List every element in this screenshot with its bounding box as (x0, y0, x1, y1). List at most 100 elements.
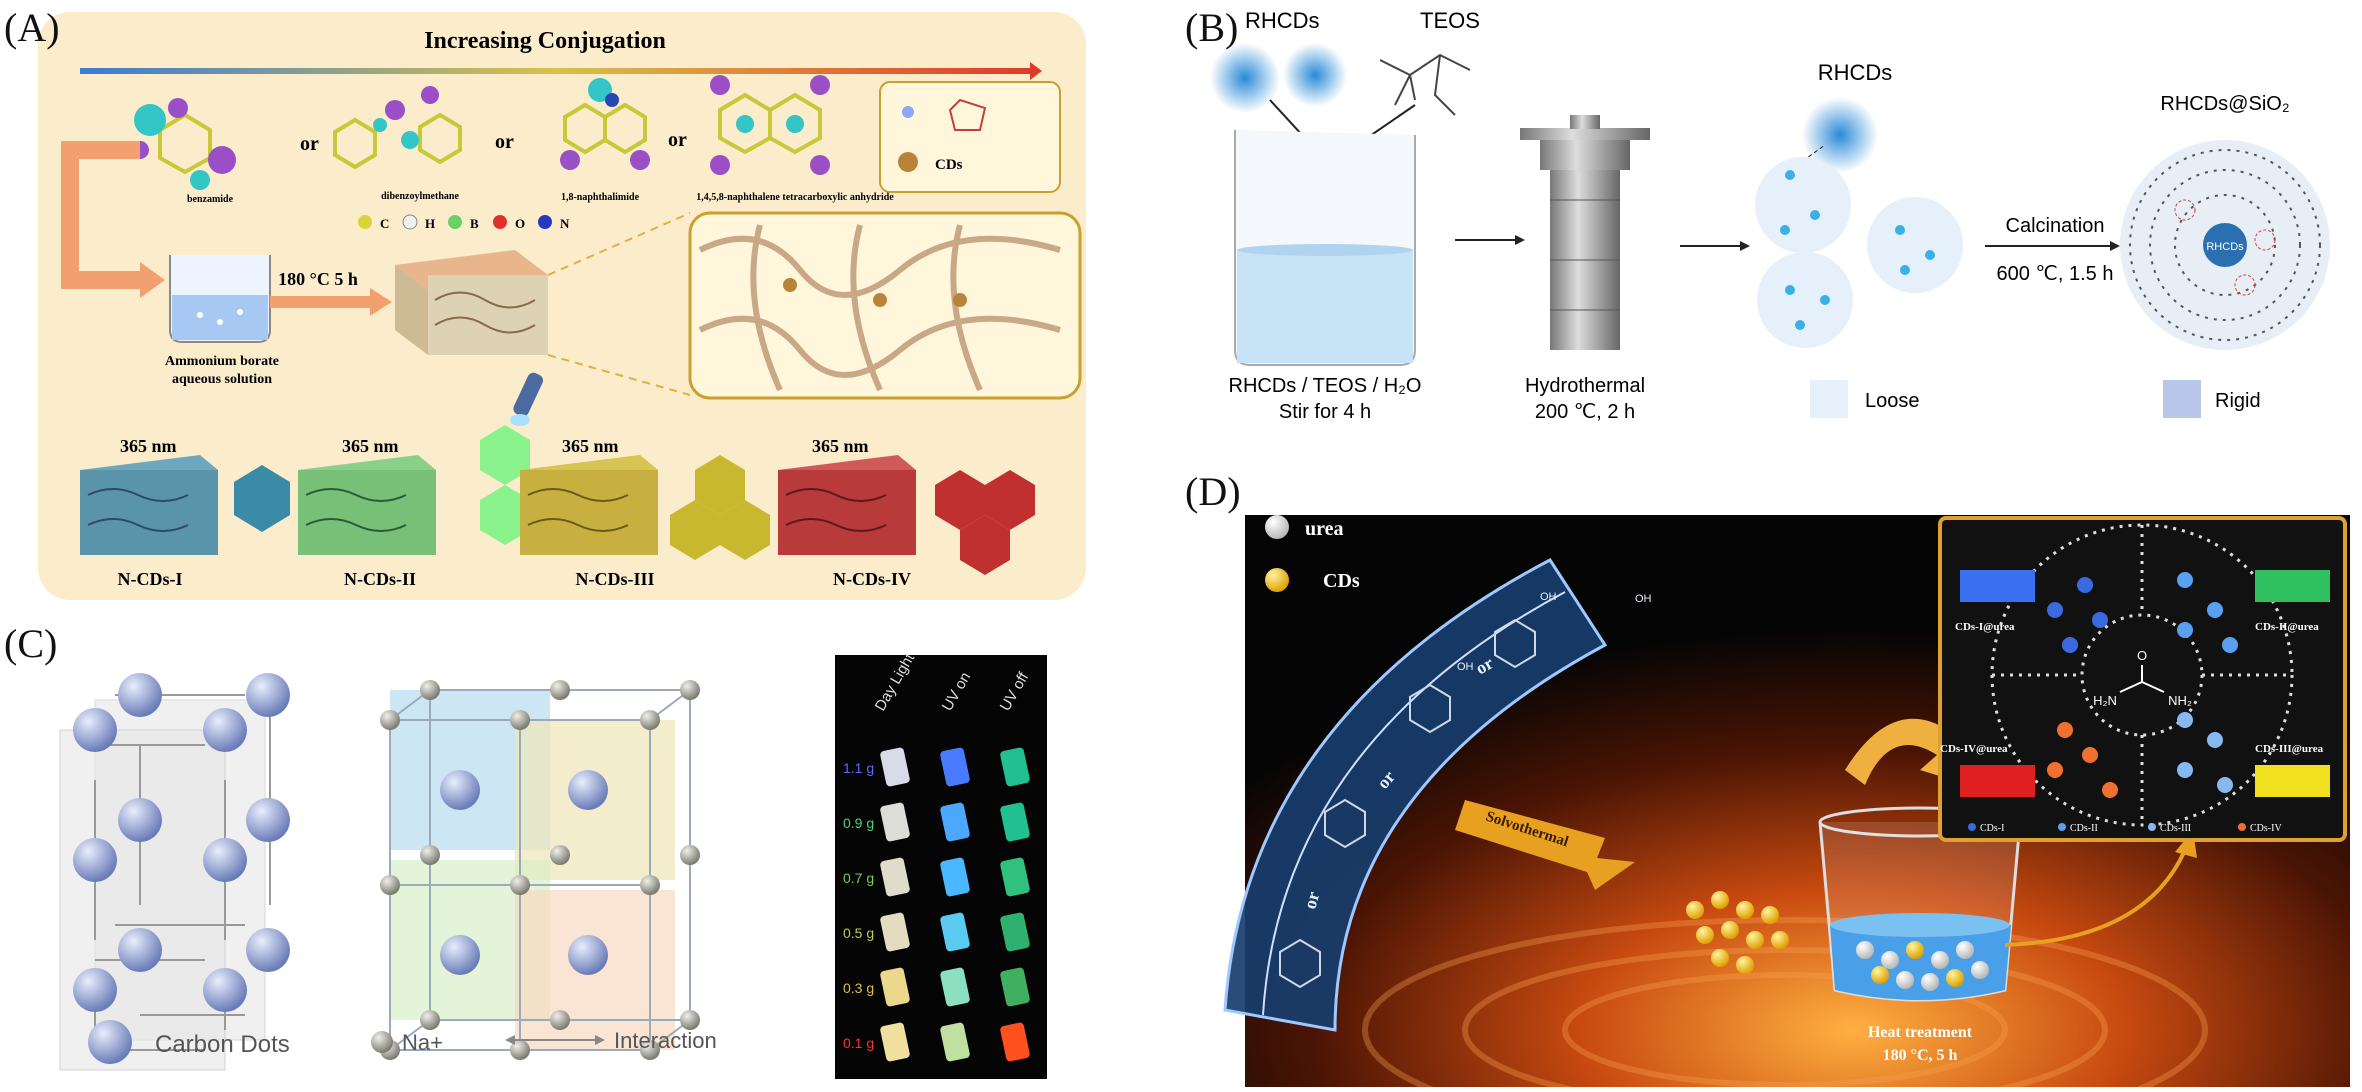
heat-label: Heat treatment (1868, 1024, 1973, 1041)
flow-arrow (61, 141, 140, 289)
rhcds-burst-1 (1210, 43, 1280, 113)
legend-arrow-right (595, 1035, 605, 1045)
vial-uv-on (940, 802, 970, 842)
urea-legend: urea (1305, 518, 1344, 540)
atom-c: C (380, 216, 389, 231)
molecule-dibenzoylmethane (333, 86, 462, 170)
atom-legend: C H B O N (358, 214, 570, 231)
mix-label: RHCDs / TEOS / H₂O (1229, 375, 1422, 397)
sample-label-1: N-CDs-I (118, 569, 183, 589)
panel-b: RHCDs TEOS RHCDs / TEOS / H₂O Stir for 4… (1185, 0, 2362, 440)
band-or-3: or (1300, 889, 1324, 911)
calcination-sub: 600 ℃, 1.5 h (1997, 263, 2114, 285)
cds-legend: CDs (1323, 570, 1360, 592)
conjugation-arrowhead (1030, 62, 1042, 80)
sodium-lattice (380, 680, 700, 1060)
molecule-label-2: dibenzoylmethane (381, 191, 459, 202)
yellow-hex-cluster (670, 455, 770, 560)
band-inner-line (1262, 591, 1566, 1016)
rhcds-label-top: RHCDs (1245, 8, 1320, 33)
reaction-condition: 180 °C 5 h (278, 269, 358, 289)
reaction-arrow (270, 296, 370, 308)
band-molecules (1279, 618, 1536, 989)
zoom-line-top (547, 212, 691, 276)
panel-b-label: (B) (1185, 5, 1239, 50)
cds-legend-icon (1265, 568, 1289, 592)
sample-label-3: N-CDs-III (575, 569, 654, 589)
panel-a-title: Increasing Conjugation (424, 28, 666, 54)
vial-uv-on (940, 912, 970, 952)
solution-label-2: aqueous solution (172, 372, 272, 387)
key-cds-i-dot (1968, 823, 1976, 831)
wavelength-4: 365 nm (812, 436, 869, 456)
vial-row-label: 0.9 g (843, 815, 874, 831)
box-label-4: CDs-III@urea (2255, 743, 2324, 755)
wavelength-2: 365 nm (342, 436, 399, 456)
vial-daylight (880, 857, 910, 897)
urea-legend-icon (1265, 515, 1289, 539)
key-cds-iv-dot (2238, 823, 2246, 831)
solution-label-1: Ammonium borate (165, 354, 279, 369)
cds-legend-box (879, 81, 1061, 193)
rigid-swatch (2163, 380, 2201, 418)
vial-uv-on (940, 1022, 970, 1062)
vial-uv-off (1000, 747, 1030, 787)
urea-h2n: H₂N (2093, 693, 2117, 708)
panel-d: urea CDs or or or OH OH OH Solvothermal (1185, 469, 2362, 1092)
loose-swatch (1810, 380, 1848, 418)
key-cds-iv: CDs-IV (2250, 823, 2282, 834)
legend-na-icon (371, 1031, 393, 1053)
panel-a: Increasing Conjugation (0, 0, 1090, 605)
green-hex-1 (480, 425, 530, 485)
sample-block-2 (298, 455, 436, 555)
urea-nh2: NH₂ (2168, 693, 2192, 708)
band-oh-3: OH (1457, 661, 1474, 673)
legend-carbon-dots: Carbon Dots (155, 1031, 290, 1058)
result-dividers (1992, 525, 2292, 825)
box-cds-iii (2255, 765, 2330, 797)
reaction-arrowhead (370, 288, 392, 316)
red-hex-cluster (935, 470, 1035, 575)
swirl-lines (1362, 917, 2208, 1092)
panel-c: Carbon Dots Na+ Interaction Day Light UV… (0, 620, 1150, 1087)
vial-daylight (880, 967, 910, 1007)
solvothermal-arrow (1455, 800, 1635, 890)
arrow-1-head (1515, 235, 1525, 245)
vial-photo: Day Light UV on UV off 1.1 g0.9 g0.7 g0.… (835, 650, 1047, 1079)
uv-lamp-icon (510, 372, 543, 426)
or-3: or (668, 129, 687, 151)
result-arrow (2004, 849, 2187, 947)
vial-daylight (880, 1022, 910, 1062)
panel-a-svg: Increasing Conjugation (38, 12, 1086, 600)
key-cds-iii-dot (2148, 823, 2156, 831)
heat-sub: 180 °C, 5 h (1883, 1047, 1958, 1064)
legend-interaction: Interaction (614, 1028, 717, 1053)
box-cds-iv (1960, 765, 2035, 797)
hydro-sub: 200 ℃, 2 h (1535, 401, 1635, 423)
vial-row-label: 0.7 g (843, 870, 874, 886)
teos-label: TEOS (1420, 8, 1480, 33)
polymer-network (698, 224, 1061, 392)
vial-uv-on (940, 857, 970, 897)
vial-uv-off (1000, 857, 1030, 897)
panel-a-label: (A) (4, 5, 60, 50)
molecule-naphthalimide (560, 78, 650, 170)
beaker-particles (1856, 941, 1989, 991)
key-cds-i: CDs-I (1980, 823, 2004, 834)
vial-uv-off (1000, 912, 1030, 952)
molecule-label-1: benzamide (187, 194, 234, 205)
legend-arrow-left (505, 1035, 515, 1045)
vial-uv-on (940, 967, 970, 1007)
cd-dot-2 (873, 293, 887, 307)
blue-hex (234, 465, 290, 532)
vial-uv-off (1000, 1022, 1030, 1062)
vial-uv-on (940, 747, 970, 787)
hydro-label: Hydrothermal (1525, 375, 1645, 397)
atom-o: O (515, 216, 525, 231)
panel-b-svg: RHCDs TEOS RHCDs / TEOS / H₂O Stir for 4… (1210, 8, 2330, 423)
vial-uv-off (1000, 802, 1030, 842)
autoclave-icon (1520, 115, 1650, 350)
rhcds-burst-2 (1283, 43, 1347, 107)
wavelength-3: 365 nm (562, 436, 619, 456)
sample-block-1 (80, 455, 218, 555)
